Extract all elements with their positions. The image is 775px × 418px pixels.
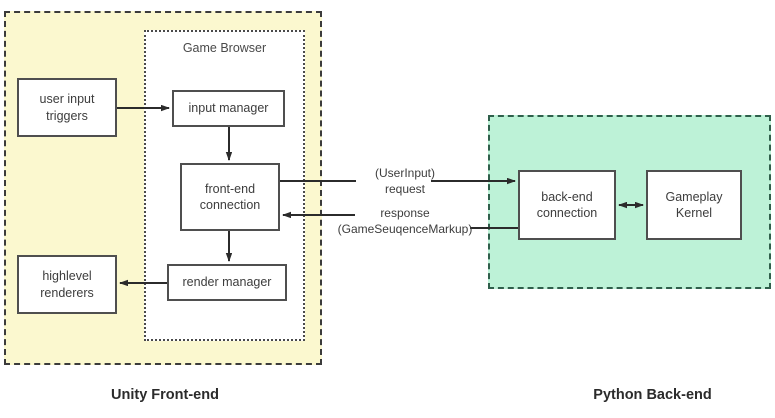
- node-input-manager[interactable]: input manager: [172, 90, 285, 127]
- node-label-line2: connection: [536, 206, 598, 220]
- node-label-line2: Kernel: [675, 206, 713, 220]
- edge-label-response: response (GameSeuqenceMarkup): [320, 205, 490, 237]
- node-label: render manager: [182, 275, 272, 290]
- node-front-end-connection[interactable]: front-end connection: [180, 163, 280, 231]
- node-highlevel-renderers[interactable]: highlevel renderers: [17, 255, 117, 314]
- node-label-line1: user input: [39, 92, 95, 107]
- node-label-line2: connection: [199, 198, 261, 212]
- node-label: Gameplay Kernel: [666, 189, 723, 222]
- game-browser-label: Game Browser: [182, 41, 267, 55]
- edge-label-line2: (GameSeuqenceMarkup): [337, 222, 473, 237]
- node-gameplay-kernel[interactable]: Gameplay Kernel: [646, 170, 742, 240]
- node-label: input manager: [188, 101, 269, 116]
- node-label-line2: triggers: [46, 108, 88, 123]
- node-label-line1: highlevel: [42, 269, 92, 284]
- node-render-manager[interactable]: render manager: [167, 264, 287, 301]
- node-label-line1: back-end: [541, 189, 593, 204]
- node-back-end-connection[interactable]: back-end connection: [518, 170, 616, 240]
- caption-unity-frontend: Unity Front-end: [111, 387, 219, 403]
- node-label: user input triggers: [40, 91, 95, 124]
- edge-label-line2: request: [384, 182, 426, 197]
- node-label-line1: Gameplay: [665, 189, 723, 204]
- node-label: front-end connection: [200, 181, 260, 214]
- caption-python-backend: Python Back-end: [593, 387, 712, 403]
- node-label-line2: renderers: [40, 285, 94, 300]
- edge-label-request: (UserInput) request: [330, 165, 480, 197]
- node-label: back-end connection: [537, 189, 597, 222]
- node-user-input-triggers[interactable]: user input triggers: [17, 78, 117, 137]
- node-label: highlevel renderers: [40, 268, 94, 301]
- edge-label-line1: (UserInput): [374, 166, 436, 180]
- node-label-line1: front-end: [204, 181, 256, 196]
- edge-label-line1: response: [380, 206, 430, 220]
